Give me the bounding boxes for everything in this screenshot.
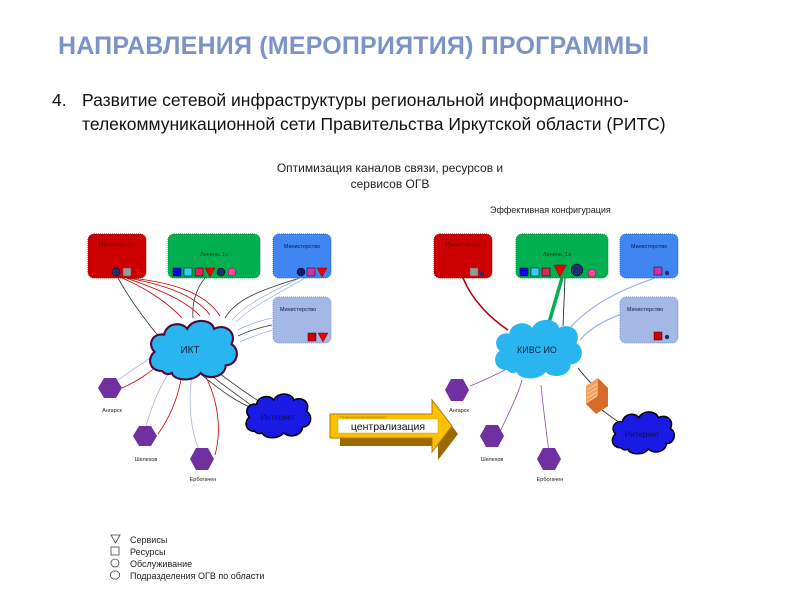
node-label: Ленина, 1а [543,252,572,258]
right-node-ministry-blue[interactable]: Министерство [619,233,679,279]
firewall-icon [586,378,608,414]
right-node-ministry-red[interactable]: Министерство [433,233,493,279]
legend-label: Сервисы [130,535,168,545]
region-label: Ербогачен [537,477,564,483]
octagon-icon [110,570,130,583]
cloud-label: ИКТ [180,345,199,356]
diagram-caption: Оптимизация каналов связи, ресурсов и се… [240,160,540,192]
centralization-arrow[interactable]: Управление информационными и централизац… [329,398,458,460]
left-region-shelekhov[interactable]: Шелехов [133,426,157,463]
node-label: Министерство [445,242,481,248]
slide-title: НАПРАВЛЕНИЯ (МЕРОПРИЯТИЯ) ПРОГРАММЫ [58,32,650,60]
service-triangle-icon [204,267,216,278]
diagram-caption-line2: сервисов ОГВ [350,177,430,191]
region-label: Шелехов [135,457,158,463]
cloud-label: КИВС ИО [517,345,557,355]
resource-square-icon [307,332,317,342]
resource-square-icon [530,267,540,277]
legend-item-services: Сервисы [110,534,264,546]
legend: Сервисы Ресурсы Обслуживание Подразделен… [110,534,264,582]
circle-icon [110,558,130,571]
arrow-label: централизация [351,421,425,433]
node-label: Министерство [280,307,316,313]
right-node-ministry-lightblue[interactable]: Министерство [619,296,679,344]
legend-label: Обслуживание [130,559,193,569]
region-label: Ербогачен [190,477,217,483]
left-node-ministry-blue[interactable]: Министерство [272,233,332,279]
resource-square-icon [469,267,479,277]
right-node-lenina[interactable]: Ленина, 1а [515,233,609,279]
diagram-caption-line1: Оптимизация каналов связи, ресурсов и [276,161,504,175]
resource-square-icon [541,267,551,277]
cloud-ikt[interactable]: ИКТ [148,319,238,381]
service-triangle-icon [553,264,567,278]
service-circle-icon [296,267,306,277]
cloud-internet-left[interactable]: Интернет [245,393,312,439]
right-region-angarsk[interactable]: Ангарск [445,379,470,414]
legend-item-maintenance: Обслуживание [110,558,264,570]
left-region-angarsk[interactable]: Ангарск [98,378,123,414]
resource-square-icon [122,267,132,277]
service-circle-icon [664,334,670,340]
right-caption: Эффективная конфигурация [490,205,611,215]
legend-label: Ресурсы [130,547,166,557]
left-node-ministry-lightblue[interactable]: Министерство [272,296,332,344]
node-label: Ленина, 1а [200,252,229,258]
node-label: Министерство [284,244,320,250]
cloud-kivs-io[interactable]: КИВС ИО [495,319,582,379]
service-circle-icon [216,267,226,277]
region-label: Шелехов [481,457,504,463]
square-icon [110,546,130,559]
right-connections [462,277,656,453]
service-circle-icon [664,270,670,276]
resource-square-icon [519,267,529,277]
service-triangle-icon [316,267,328,278]
left-node-ministry-red[interactable]: Министерство [87,233,147,279]
left-node-lenina[interactable]: Ленина, 1а [167,233,261,279]
resource-square-icon [183,267,193,277]
region-label: Ангарск [102,408,122,414]
service-circle-icon [479,271,485,277]
legend-item-units: Подразделения ОГВ по области [110,570,264,582]
node-label: Министерство [631,244,667,250]
resource-square-icon [172,267,182,277]
cloud-internet-right[interactable]: Интернет [611,411,676,455]
resource-square-icon [653,331,663,341]
service-circle-icon [570,263,584,277]
cloud-label: Интернет [261,413,296,422]
service-triangle-icon [132,267,143,277]
item-text: Развитие сетевой инфраструктуры регионал… [82,88,782,136]
arrow-faint-text: Управление информационными и [340,415,387,419]
legend-label: Подразделения ОГВ по области [130,571,265,581]
item-number: 4. [52,90,67,110]
resource-square-icon [653,266,663,276]
right-region-shelekhov[interactable]: Шелехов [480,425,504,463]
unit-octagon-icon [227,267,237,277]
service-triangle-icon [317,332,329,343]
service-circle-icon [111,267,121,277]
item-text-line2: телекоммуникационной сети Правительства … [82,114,666,134]
item-text-line1: Развитие сетевой инфраструктуры регионал… [82,90,629,110]
legend-item-resources: Ресурсы [110,546,264,558]
unit-octagon-icon [587,268,597,278]
resource-square-icon [194,267,204,277]
left-region-erbogachen[interactable]: Ербогачен [190,448,217,483]
resource-square-icon [306,267,316,277]
node-label: Министерство [99,242,135,248]
node-label: Министерство [627,307,663,313]
region-label: Ангарск [449,408,469,414]
cloud-label: Интернет [625,430,660,439]
right-region-erbogachen[interactable]: Ербогачен [537,448,564,483]
triangle-down-icon [110,534,130,547]
